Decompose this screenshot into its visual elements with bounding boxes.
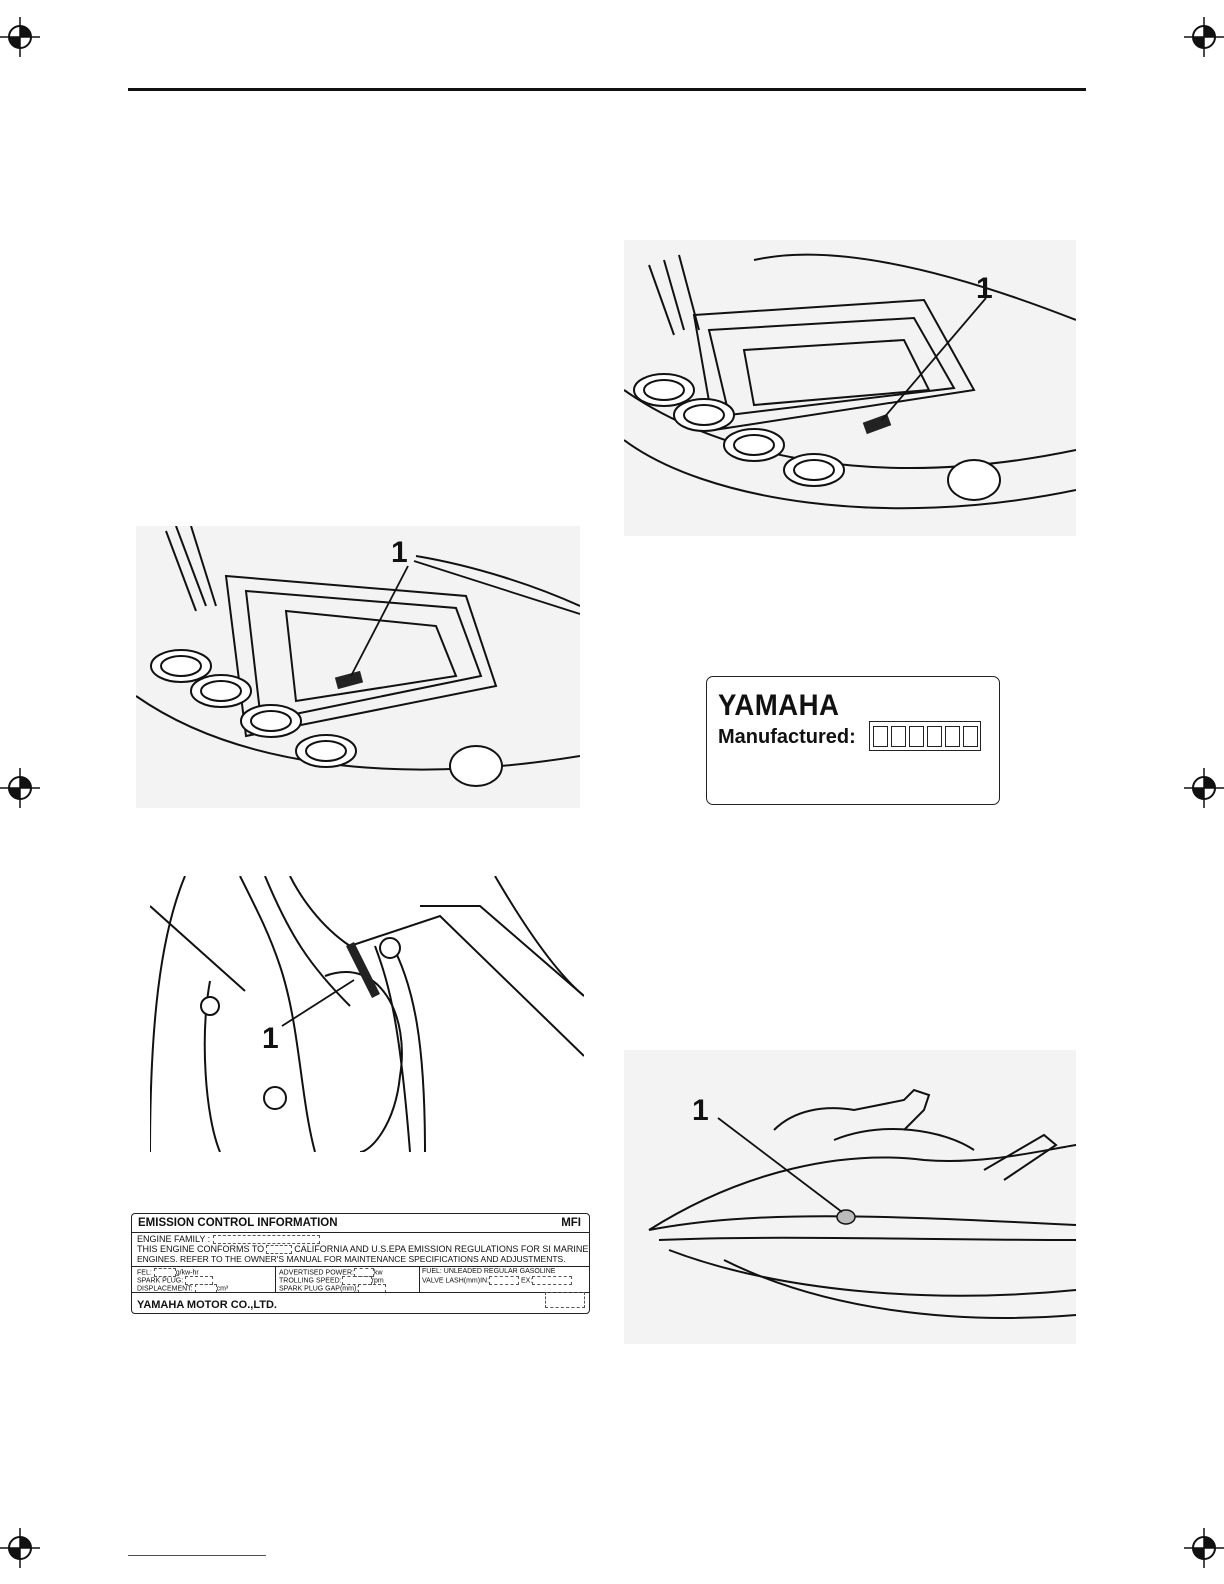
watercraft-side-illustration — [624, 1050, 1076, 1344]
engine-label-figure-top: 1 — [624, 240, 1076, 536]
callout-number: 1 — [692, 1094, 709, 1127]
divider — [132, 1232, 589, 1233]
date-digit-box — [872, 725, 888, 747]
date-code-boxes — [869, 721, 981, 751]
callout-number: 1 — [262, 1022, 279, 1055]
manual-reference-line: ENGINES. REFER TO THE OWNER'S MANUAL FOR… — [137, 1254, 566, 1264]
manufacturer-name: YAMAHA MOTOR CO.,LTD. — [137, 1299, 277, 1311]
valve-lash-field: VALVE LASH(mm)IN: EX: — [422, 1276, 573, 1285]
crop-mark-top-right-icon — [1184, 17, 1224, 57]
yamaha-brand-text: YAMAHA — [718, 689, 840, 722]
callout-number: 1 — [391, 536, 408, 569]
callout-number: 1 — [976, 272, 993, 305]
emission-control-label: EMISSION CONTROL INFORMATION MFI ENGINE … — [131, 1213, 590, 1314]
manufactured-text: Manufactured: — [718, 726, 856, 748]
watercraft-label-figure: 1 — [624, 1050, 1076, 1344]
serial-placeholder-box — [545, 1292, 585, 1308]
engine-label-figure-mid: 1 — [136, 526, 580, 808]
date-digit-box — [908, 725, 924, 747]
date-digit-box — [890, 725, 906, 747]
engine-compartment-illustration — [624, 240, 1076, 536]
emission-title: EMISSION CONTROL INFORMATION — [138, 1217, 338, 1229]
crop-mark-bottom-left-icon — [0, 1528, 40, 1568]
date-digit-box — [926, 725, 942, 747]
engine-family-line: ENGINE FAMILY : — [137, 1234, 320, 1245]
date-digit-box — [962, 725, 978, 747]
crop-mark-mid-left-icon — [0, 768, 40, 808]
fuel-field: FUEL: UNLEADED REGULAR GASOLINE — [422, 1268, 556, 1275]
header-rule — [128, 88, 1086, 91]
engine-compartment-illustration — [136, 526, 580, 808]
trolling-speed-field: TROLLING SPEED:rpm — [279, 1276, 384, 1285]
divider — [419, 1266, 420, 1292]
divider — [132, 1266, 589, 1267]
emission-tag: MFI — [561, 1217, 581, 1229]
divider — [132, 1292, 589, 1293]
divider — [275, 1266, 276, 1292]
crop-mark-mid-right-icon — [1184, 768, 1224, 808]
fel-field: FEL: g/kw-hr — [137, 1268, 199, 1277]
hull-interior-illustration — [150, 876, 584, 1152]
footer-link-rule — [128, 1555, 266, 1556]
crop-mark-top-left-icon — [0, 17, 40, 57]
crop-mark-bottom-right-icon — [1184, 1528, 1224, 1568]
manufactured-date-label: YAMAHA Manufactured: — [706, 676, 1000, 805]
hull-label-figure: 1 — [150, 876, 584, 1152]
date-digit-box — [944, 725, 960, 747]
